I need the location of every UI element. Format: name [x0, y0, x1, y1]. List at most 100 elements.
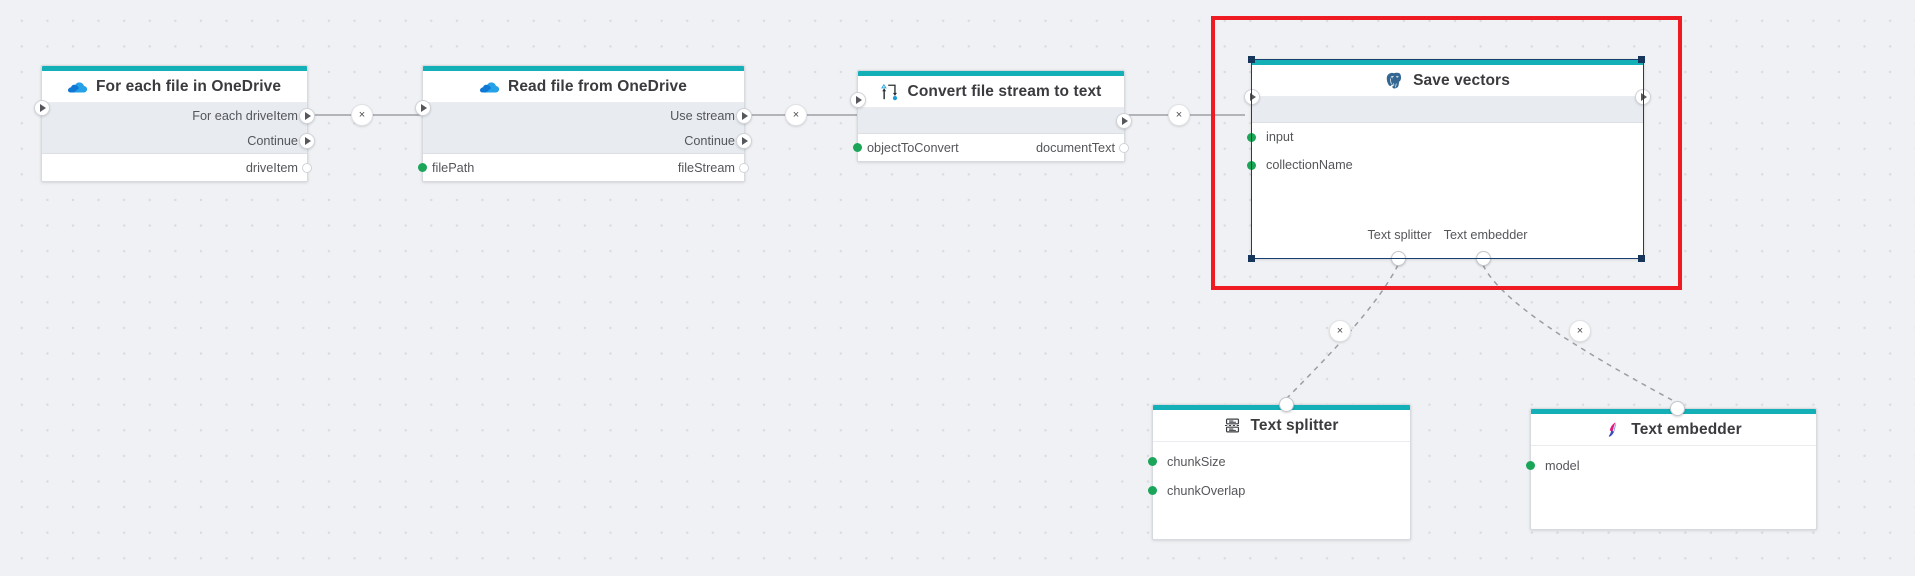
output-dot-documenttext[interactable] — [1119, 143, 1129, 153]
input-row-label: model — [1545, 458, 1580, 473]
close-icon: × — [1576, 325, 1584, 337]
data-row-output-label: fileStream — [677, 160, 735, 175]
resize-handle-top-right[interactable] — [1638, 56, 1645, 63]
data-band: filePath fileStream — [418, 154, 749, 181]
text-splitter-icon — [1224, 417, 1241, 434]
input-dot-filepath[interactable] — [418, 163, 427, 172]
input-row-label: chunkSize — [1167, 454, 1226, 469]
node-text-embedder[interactable]: Text embedder model — [1526, 401, 1817, 530]
close-icon: × — [1336, 325, 1344, 337]
data-row-filepath-filestream[interactable]: filePath fileStream — [418, 154, 749, 181]
edge-remove-button-2[interactable]: × — [785, 104, 807, 126]
close-icon: × — [1175, 109, 1183, 121]
input-row-collection-name[interactable]: collectionName — [1247, 151, 1643, 179]
resize-handle-bottom-left[interactable] — [1248, 255, 1255, 262]
node-accent-bar — [42, 66, 307, 71]
onedrive-cloud-icon — [480, 80, 500, 93]
node-accent-bar — [423, 66, 744, 71]
output-port-continue[interactable] — [736, 132, 752, 149]
input-row-input[interactable]: input — [1247, 123, 1643, 151]
edge-line-4 — [1284, 264, 1399, 401]
node-accent-bar — [858, 71, 1124, 76]
control-row-use-stream[interactable]: Use stream — [423, 103, 752, 128]
input-dot-objecttoconvert[interactable] — [853, 143, 862, 152]
node-title-text: Text splitter — [1250, 416, 1339, 434]
node-title-bar: Read file from OneDrive — [423, 71, 744, 103]
node-title-bar: Text embedder — [1531, 414, 1816, 446]
output-port-for-each-driveitem[interactable] — [299, 107, 315, 124]
control-band — [858, 108, 1132, 134]
input-row-model[interactable]: model — [1526, 451, 1816, 480]
input-port-exec[interactable] — [34, 100, 50, 116]
sub-connector-labels: Text splitter Text embedder — [1252, 228, 1643, 242]
node-text-splitter[interactable]: Text splitter chunkSize chunkOverlap — [1148, 397, 1411, 540]
resize-handle-bottom-right[interactable] — [1638, 255, 1645, 262]
node-title-bar: Text splitter — [1153, 410, 1410, 442]
edge-remove-button-1[interactable]: × — [351, 104, 373, 126]
output-port-use-stream[interactable] — [736, 107, 752, 124]
data-row-objecttoconvert-documenttext[interactable]: objectToConvert documentText — [853, 134, 1129, 161]
data-row-input-label: objectToConvert — [867, 140, 959, 155]
output-port-continue[interactable] — [299, 132, 315, 149]
data-row-input-label: filePath — [432, 160, 475, 175]
control-row-exec[interactable] — [1252, 97, 1643, 122]
input-row-chunk-overlap[interactable]: chunkOverlap — [1148, 476, 1410, 505]
data-band: objectToConvert documentText — [853, 134, 1129, 161]
connector-handle-text-splitter[interactable] — [1391, 251, 1406, 266]
input-row-label: input — [1266, 130, 1294, 144]
sub-connector-label-text-splitter: Text splitter — [1367, 228, 1432, 242]
text-embedder-icon — [1605, 421, 1622, 438]
control-row-label: Continue — [247, 133, 298, 148]
data-row-driveitem[interactable]: driveItem — [42, 154, 312, 181]
node-title-bar: For each file in OneDrive — [42, 71, 307, 103]
onedrive-cloud-icon — [67, 80, 87, 93]
control-row-continue[interactable]: Continue — [423, 128, 752, 153]
close-icon: × — [792, 109, 800, 121]
control-row-label: Continue — [684, 133, 735, 148]
connector-handle-text-embedder[interactable] — [1476, 251, 1491, 266]
input-port-exec[interactable] — [850, 92, 866, 108]
edge-remove-button-3[interactable]: × — [1168, 104, 1190, 126]
input-port-exec[interactable] — [415, 100, 431, 116]
control-row-continue[interactable]: Continue — [42, 128, 315, 153]
control-row-label: Use stream — [670, 108, 735, 123]
input-row-label: collectionName — [1266, 158, 1353, 172]
resize-handle-top-left[interactable] — [1248, 56, 1255, 63]
node-title-bar: Convert file stream to text — [858, 76, 1124, 108]
node-save-vectors[interactable]: Save vectors input collectionName Text s… — [1244, 59, 1651, 259]
input-dot-model[interactable] — [1526, 461, 1535, 470]
output-dot-driveitem[interactable] — [302, 163, 312, 173]
node-title-text: For each file in OneDrive — [95, 77, 282, 95]
output-dot-filestream[interactable] — [739, 163, 749, 173]
convert-stream-icon — [880, 83, 899, 101]
node-for-each-file-in-onedrive[interactable]: For each file in OneDrive For each drive… — [34, 65, 315, 182]
postgresql-elephant-icon — [1385, 71, 1404, 90]
control-row-exec[interactable] — [858, 108, 1132, 133]
input-dot-collection-name[interactable] — [1247, 161, 1256, 170]
edge-remove-button-5[interactable]: × — [1569, 320, 1591, 342]
node-convert-file-stream-to-text[interactable]: Convert file stream to text objectToConv… — [850, 70, 1132, 162]
input-dot-chunk-overlap[interactable] — [1148, 486, 1157, 495]
node-read-file-from-onedrive[interactable]: Read file from OneDrive Use stream Conti… — [415, 65, 752, 182]
node-accent-bar — [1252, 60, 1643, 65]
input-row-label: chunkOverlap — [1167, 483, 1246, 498]
node-title-text: Convert file stream to text — [907, 82, 1102, 100]
data-row-output-label: documentText — [1036, 140, 1115, 155]
edge-line-5 — [1482, 264, 1673, 401]
data-band: input collectionName — [1247, 123, 1643, 179]
edge-remove-button-4[interactable]: × — [1329, 320, 1351, 342]
connector-handle-text-splitter-top[interactable] — [1279, 397, 1294, 412]
input-row-chunk-size[interactable]: chunkSize — [1148, 447, 1410, 476]
input-port-exec[interactable] — [1244, 89, 1260, 105]
data-band: driveItem — [42, 154, 312, 181]
node-title-text: Read file from OneDrive — [508, 77, 687, 95]
data-row-output-label: driveItem — [245, 160, 298, 175]
connector-handle-text-embedder-top[interactable] — [1670, 401, 1685, 416]
output-port-exec[interactable] — [1635, 89, 1651, 105]
input-dot-input[interactable] — [1247, 133, 1256, 142]
output-port-exec[interactable] — [1116, 112, 1132, 129]
control-band — [1252, 97, 1643, 123]
control-row-for-each-driveitem[interactable]: For each driveItem — [42, 103, 315, 128]
input-dot-chunk-size[interactable] — [1148, 457, 1157, 466]
